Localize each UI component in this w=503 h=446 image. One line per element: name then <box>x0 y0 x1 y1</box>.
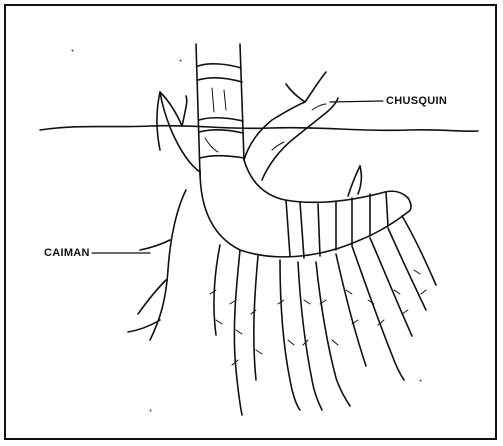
chusquin-leader <box>330 101 383 102</box>
main-culm <box>196 44 244 175</box>
ground-line <box>40 126 478 132</box>
caiman-shoot <box>128 92 200 340</box>
caiman-label: CAIMAN <box>44 247 90 259</box>
roots <box>214 216 436 415</box>
rhizome-body <box>200 160 411 258</box>
chusquin-label: CHUSQUIN <box>386 95 447 107</box>
secondary-shoot <box>348 166 361 196</box>
chusquin-shoot <box>244 72 338 180</box>
